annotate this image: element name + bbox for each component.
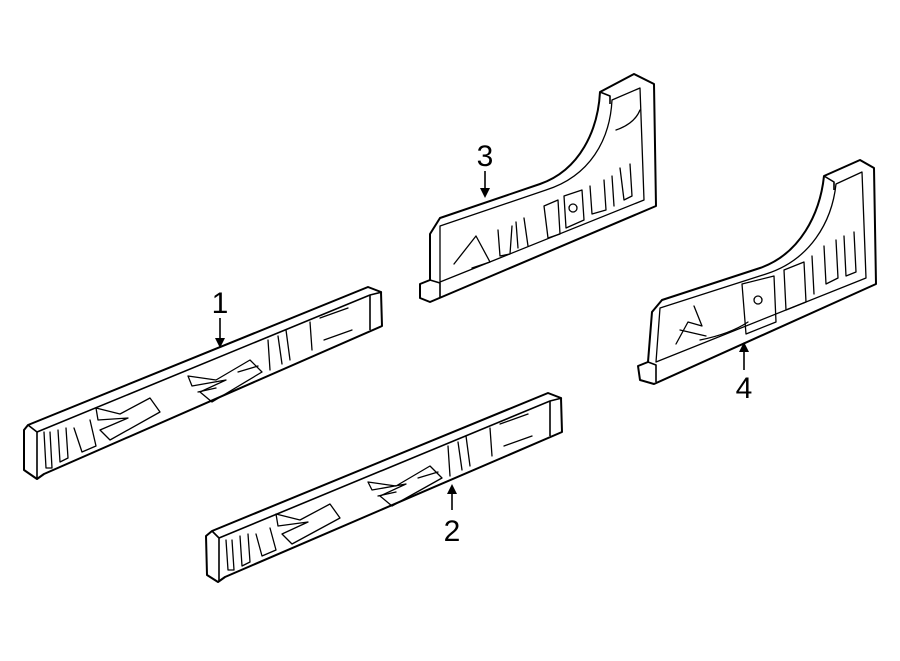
callout-3-arrow-icon [480, 188, 490, 198]
part-1-rocker-panel[interactable] [23, 286, 383, 480]
callout-2-arrow-icon [447, 484, 457, 494]
callout-1-arrow-icon [215, 338, 225, 348]
callout-4-arrow-icon [739, 342, 749, 352]
part-3-inner-panel[interactable] [419, 73, 657, 303]
callout-2: 2 [444, 484, 461, 548]
callout-2-number: 2 [444, 515, 461, 548]
callout-4-number: 4 [736, 372, 753, 405]
callout-3-number: 3 [477, 140, 494, 173]
part-4-inner-panel[interactable] [637, 159, 877, 385]
callout-3: 3 [477, 140, 494, 198]
part-2-rocker-panel[interactable] [205, 392, 563, 583]
callout-1: 1 [212, 287, 229, 348]
callout-4: 4 [736, 342, 753, 405]
callout-1-number: 1 [212, 287, 229, 320]
